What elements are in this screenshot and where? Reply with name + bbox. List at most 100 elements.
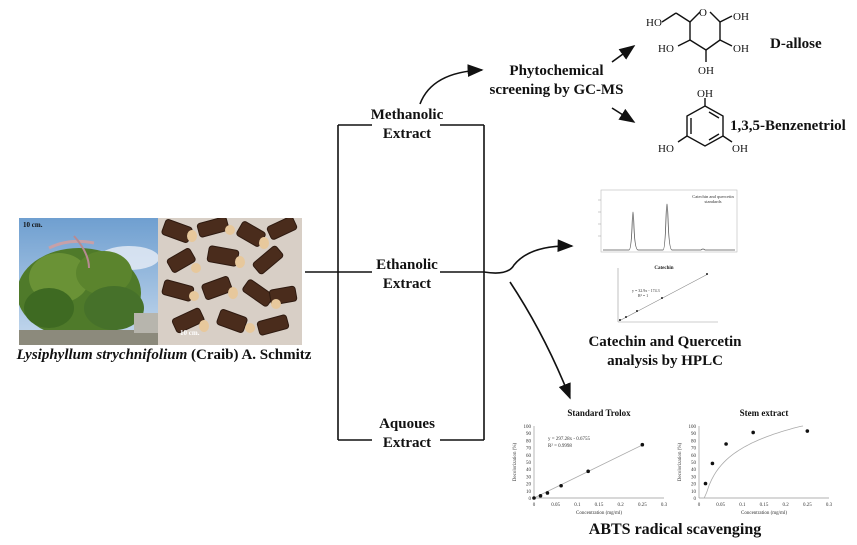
d-allose-structure: O HO OH OH HO OH (646, 7, 749, 77)
y-tick-label: 0 (529, 497, 532, 502)
allose-ring-o: O (699, 7, 707, 19)
stem-extract-chart: Stem extract 0 10 20 30 40 50 60 70 80 90 100 0 0.05 0… (678, 408, 833, 516)
y-tick-label: 90 (526, 432, 532, 437)
trolox-chart: Standard Trolox 0 10 20 30 40 50 60 70 80 90 100 0 0.… (513, 408, 668, 516)
data-point (751, 430, 755, 435)
gcms-line1: Phytochemical (509, 63, 604, 79)
x-tick-label: 0.05 (716, 503, 725, 508)
y-tick-label: 100 (689, 425, 697, 430)
benzenetriol-label: 1,3,5-Benzenetriol (730, 118, 846, 134)
x-tick-label: 0.05 (551, 503, 560, 508)
x-tick-label: 0.3 (826, 503, 833, 508)
plant-name-author: (Craib) A. Schmitz (187, 347, 312, 363)
y-tick-label: 60 (526, 454, 532, 459)
ethanolic-line1: Ethanolic (376, 257, 438, 273)
methanolic-line1: Methanolic (370, 107, 444, 123)
data-point (724, 442, 728, 446)
trendline (703, 425, 804, 499)
gcms-label: Phytochemical screening by GC-MS (484, 62, 629, 100)
x-tick-label: 0 (698, 503, 701, 508)
y-tick-label: 80 (526, 439, 532, 444)
y-tick-label: 50 (691, 461, 697, 466)
hplc-caption-line2: analysis by HPLC (607, 353, 723, 369)
plant-photo-stems: 10 cm. (158, 218, 302, 345)
scale-label-left: 10 cm. (23, 221, 43, 229)
x-tick-label: 0.25 (638, 503, 647, 508)
x-tick-label: 0.2 (618, 503, 625, 508)
plant-photo-tree: 10 cm. (19, 218, 158, 345)
allose-ho-2: HO (658, 43, 674, 55)
benzenetriol-structure: OH OH HO (658, 88, 748, 155)
y-tick-label: 10 (526, 490, 532, 495)
x-tick-label: 0.15 (595, 503, 604, 508)
benzenetriol-ho-left: HO (658, 143, 674, 155)
chromatogram-title-1: Catechin and quercetin (692, 194, 734, 199)
chart-title: Stem extract (740, 408, 789, 418)
y-tick-label: 90 (691, 432, 697, 437)
hplc-chromatogram: Catechin and quercetin standards (598, 189, 738, 253)
abts-caption: ABTS radical scavenging (588, 521, 762, 538)
methanolic-extract-label: Methanolic Extract (362, 106, 452, 144)
chromatogram-title-2: standards (705, 199, 722, 204)
data-point (538, 494, 543, 498)
ethanolic-extract-label: Ethanolic Extract (362, 256, 452, 294)
trendline-label: R² = 0.9998 (548, 443, 572, 449)
y-axis-label: Decolorization (%) (678, 442, 683, 481)
trendline-label: y = 297.28x - 0.6755 (548, 437, 590, 442)
ethanolic-line2: Extract (382, 276, 432, 292)
hplc-caption-line1: Catechin and Quercetin (588, 334, 742, 350)
y-tick-label: 10 (691, 490, 697, 495)
y-tick-label: 40 (526, 468, 532, 473)
data-point (640, 442, 645, 447)
d-allose-label: D-allose (770, 36, 822, 52)
gcms-line2: screening by GC-MS (489, 82, 624, 98)
allose-ho-1: HO (646, 17, 662, 29)
aqueous-line1: Aquoues (379, 416, 435, 432)
data-point (559, 483, 563, 488)
aqueous-line2: Extract (382, 435, 432, 451)
y-tick-label: 70 (691, 447, 697, 452)
data-point (710, 461, 715, 466)
x-tick-label: 0.3 (661, 503, 668, 508)
y-tick-label: 80 (691, 439, 697, 444)
aqueous-extract-label: Aquoues Extract (362, 415, 452, 453)
x-axis-label: Concentration (mg/ml) (576, 511, 622, 516)
benzenetriol-oh-top: OH (697, 88, 713, 100)
data-point (545, 491, 550, 495)
y-tick-label: 40 (691, 468, 697, 473)
y-tick-label: 50 (526, 461, 532, 466)
hplc-calibration-plot: Catechin y = 32.9x - 174.3 R² = 1 (617, 266, 718, 323)
calibration-eq: y = 32.9x - 174.3 (632, 288, 660, 293)
x-tick-label: 0 (533, 503, 536, 508)
x-tick-label: 0.15 (760, 503, 769, 508)
y-tick-label: 70 (526, 447, 532, 452)
data-point (805, 429, 810, 433)
x-tick-label: 0.1 (739, 503, 746, 508)
hplc-caption: Catechin and Quercetin analysis by HPLC (570, 333, 760, 371)
y-axis-label: Decolorization (%) (513, 442, 518, 481)
y-tick-label: 30 (526, 475, 532, 480)
data-point (703, 481, 708, 486)
x-tick-label: 0.1 (574, 503, 581, 508)
methanolic-line2: Extract (382, 126, 432, 142)
plant-name: Lysiphyllum strychnifolium (Craib) A. Sc… (0, 347, 328, 364)
y-tick-label: 60 (691, 454, 697, 459)
x-tick-label: 0.25 (803, 503, 812, 508)
y-tick-label: 0 (694, 497, 697, 502)
chart-title: Standard Trolox (567, 408, 631, 418)
data-point (586, 469, 590, 474)
calibration-title: Catechin (654, 266, 673, 271)
y-tick-label: 20 (526, 483, 532, 488)
allose-oh-3: OH (698, 65, 714, 77)
plant-name-italic: Lysiphyllum strychnifolium (16, 347, 188, 363)
allose-oh-1: OH (733, 11, 749, 23)
allose-oh-2: OH (733, 43, 749, 55)
data-point (532, 496, 536, 500)
x-tick-label: 0.2 (783, 503, 790, 508)
x-axis-label: Concentration (mg/ml) (741, 511, 787, 516)
y-tick-label: 100 (524, 425, 532, 430)
scale-label-right: 10 cm. (180, 329, 200, 337)
y-tick-label: 20 (691, 483, 697, 488)
y-tick-label: 30 (691, 475, 697, 480)
